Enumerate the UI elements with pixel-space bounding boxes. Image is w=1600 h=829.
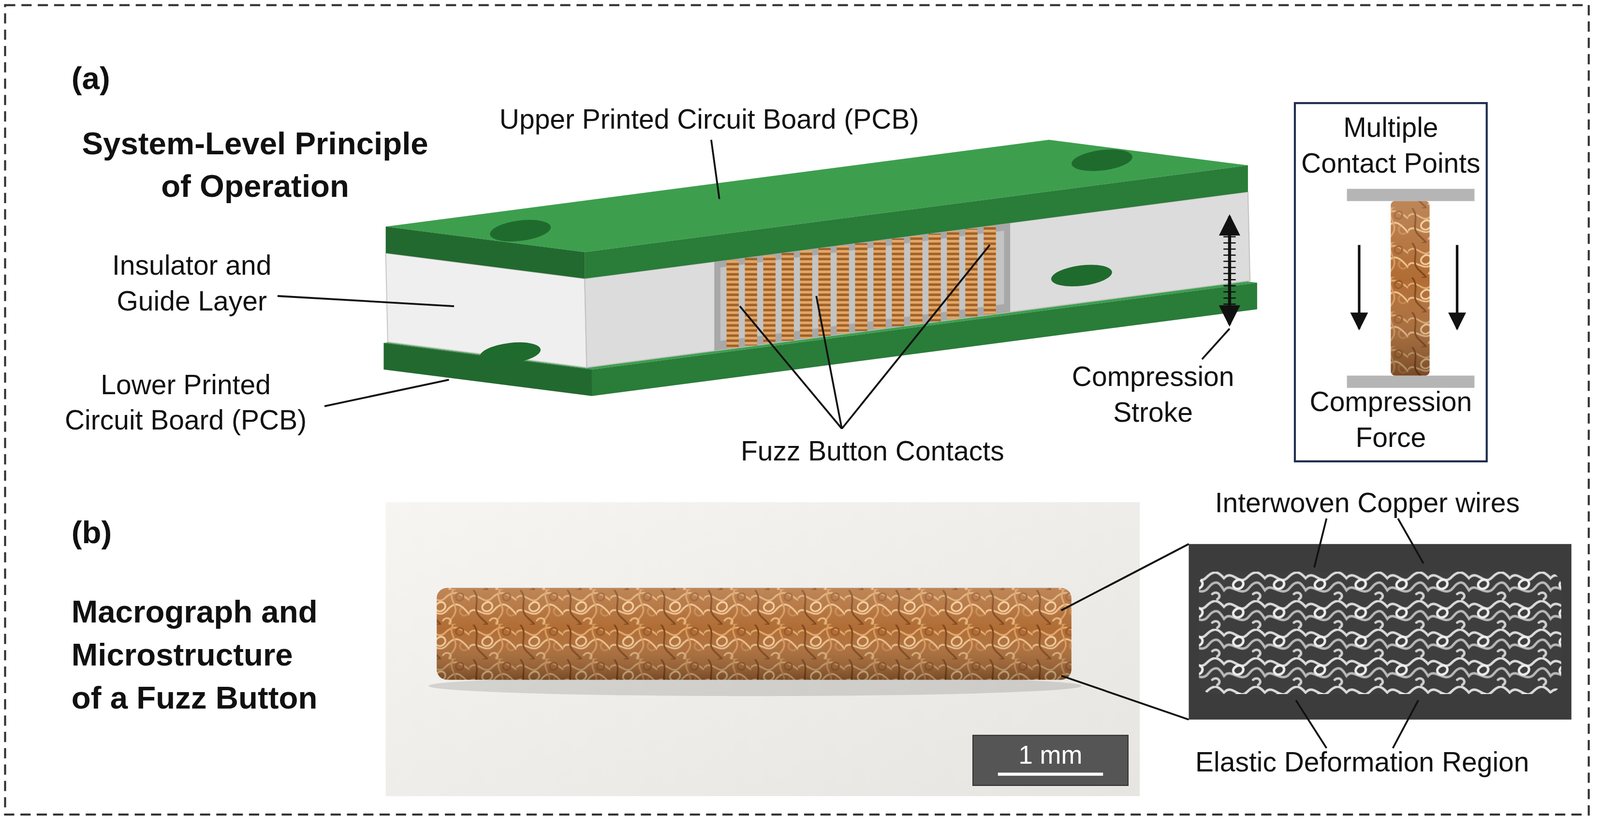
part-label: Compression Stroke [1063,359,1243,431]
leader-line [739,306,842,429]
fuzz-column [1390,201,1430,376]
leader-line [1202,328,1230,360]
fuzz-button [854,243,867,331]
scale-bar-label: 1 mm [973,739,1128,769]
fuzz-button [763,255,776,343]
inset-box: Multiple Contact PointsCompression Force [1293,102,1488,463]
part-label: Elastic Deformation Region [1147,745,1577,781]
leader-line [1397,518,1424,564]
leader-line [1393,700,1419,749]
sem-image [1188,543,1571,720]
sem-frame [1188,543,1571,720]
pcb-front-face [584,165,1248,279]
panel-heading: Macrograph and Microstructure of a Fuzz … [71,590,325,720]
fuzz-button [946,231,959,319]
zoom-line [1061,675,1189,720]
fuzz-button [726,260,739,348]
leader-line [1314,518,1327,568]
mounting-hole [1070,146,1134,175]
fuzz-button [983,226,996,314]
fuzz-button [818,248,831,336]
stroke-ticks [1223,230,1236,311]
leader-line [816,295,842,429]
fuzz-shading [1390,201,1430,376]
part-label: Fuzz Button Contacts [668,433,1077,470]
photo-background [385,501,1141,796]
part-label: Interwoven Copper wires [1153,485,1582,522]
leader-line [1295,700,1327,749]
upper-pcb [385,139,1248,279]
fuzz-button [799,250,812,338]
scale-bar: 1 mm [972,734,1129,786]
double-arrow [1228,216,1232,325]
panel-heading: System-Level Principle of Operation [73,122,437,208]
leader-line [711,139,720,199]
fuzz-button-shading [436,587,1072,680]
leader-line [277,295,455,307]
fuzz-button [836,245,849,334]
fuzz-button [910,235,923,324]
part-label: Insulator and Guide Layer [79,248,305,320]
inset-caption: Compression Force [1295,384,1486,457]
mounting-hole [478,339,543,367]
zoom-line [1061,543,1189,611]
fuzz-button [873,240,886,329]
macrograph [385,501,1141,796]
mounting-hole [488,216,553,245]
panel-letter: (b) [71,511,164,555]
sem-wires [1199,571,1562,694]
force-arrow [1455,244,1459,329]
mounting-hole [1050,261,1114,290]
fuzz-button [781,252,794,341]
part-label: Lower Printed Circuit Board (PCB) [61,367,311,440]
panel-letter: (a) [71,57,164,101]
fuzz-button [891,238,904,326]
leader-line [324,379,449,407]
pcb-side-face [385,226,586,279]
inset-illustration [1347,188,1475,388]
force-arrow [1357,244,1361,329]
inset-heading: Multiple Contact Points [1295,110,1486,182]
contact-plate [1347,188,1475,201]
fuzz-button-macro [436,587,1072,680]
leader-line [841,244,990,429]
leader-lines [1061,518,1424,749]
part-label: Upper Printed Circuit Board (PCB) [433,102,985,138]
dashed-frame [5,5,1589,815]
contact-plate [1347,375,1475,388]
fuzz-button [745,257,758,346]
compression-stroke-arrow [1223,216,1236,325]
